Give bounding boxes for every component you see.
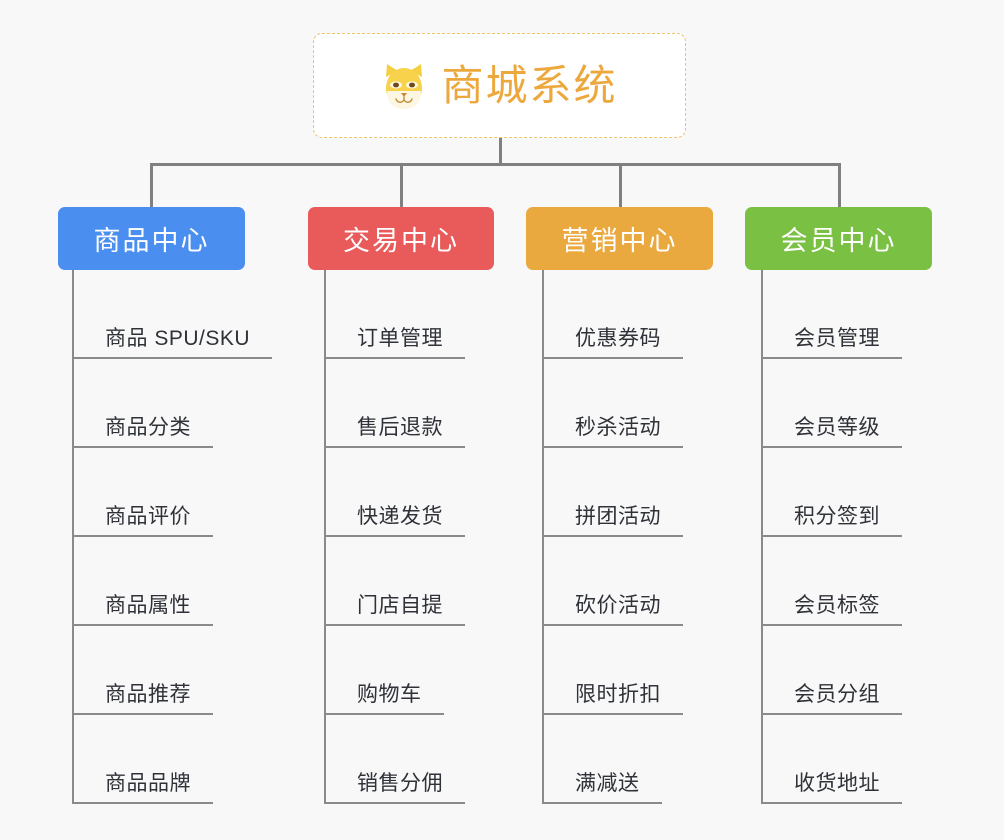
leaf-item[interactable]: 订单管理 xyxy=(324,270,465,359)
leaf-label: 积分签到 xyxy=(761,505,902,537)
leaf-item[interactable]: 秒杀活动 xyxy=(542,359,683,448)
leaf-label: 会员管理 xyxy=(761,327,902,359)
leaf-label: 满减送 xyxy=(542,772,662,804)
leaf-label: 会员标签 xyxy=(761,594,902,626)
connector-drop-branch-1 xyxy=(150,163,153,208)
leaf-label: 限时折扣 xyxy=(542,683,683,715)
branch-label-3: 营销中心 xyxy=(561,226,678,256)
leaf-item[interactable]: 优惠券码 xyxy=(542,270,683,359)
leaf-item[interactable]: 会员分组 xyxy=(761,626,902,715)
leaf-label: 购物车 xyxy=(324,683,444,715)
leaf-spine-3 xyxy=(542,270,544,804)
leaf-label: 售后退款 xyxy=(324,416,465,448)
leaf-label: 商品推荐 xyxy=(72,683,213,715)
leaf-label: 商品 SPU/SKU xyxy=(72,327,273,359)
branch-box-1[interactable]: 商品中心 xyxy=(58,207,245,270)
leaf-label: 拼团活动 xyxy=(542,505,683,537)
leaf-label: 销售分佣 xyxy=(324,772,465,804)
leaf-label: 收货地址 xyxy=(761,772,902,804)
branch-box-3[interactable]: 营销中心 xyxy=(526,207,713,270)
branch-label-4: 会员中心 xyxy=(780,226,897,256)
leaf-item[interactable]: 商品 SPU/SKU xyxy=(72,270,273,359)
leaf-item[interactable]: 快递发货 xyxy=(324,448,465,537)
branch-box-4[interactable]: 会员中心 xyxy=(745,207,932,270)
leaf-label: 秒杀活动 xyxy=(542,416,683,448)
leaf-label: 会员等级 xyxy=(761,416,902,448)
leaf-label: 快递发货 xyxy=(324,505,465,537)
leaf-item[interactable]: 会员等级 xyxy=(761,359,902,448)
connector-root-stem xyxy=(499,138,502,165)
connector-drop-branch-2 xyxy=(400,163,403,208)
leaf-label: 门店自提 xyxy=(324,594,465,626)
leaf-item[interactable]: 销售分佣 xyxy=(324,715,465,804)
connector-drop-branch-3 xyxy=(619,163,622,208)
leaf-item[interactable]: 限时折扣 xyxy=(542,626,683,715)
leaf-label: 商品属性 xyxy=(72,594,213,626)
leaf-item[interactable]: 门店自提 xyxy=(324,537,465,626)
leaf-spine-2 xyxy=(324,270,326,804)
leaf-label: 商品品牌 xyxy=(72,772,213,804)
leaf-label: 订单管理 xyxy=(324,327,465,359)
leaf-item[interactable]: 收货地址 xyxy=(761,715,902,804)
leaf-spine-4 xyxy=(761,270,763,804)
branch-label-1: 商品中心 xyxy=(93,226,210,256)
connector-horizontal-bus xyxy=(150,163,840,166)
leaf-item[interactable]: 商品品牌 xyxy=(72,715,213,804)
leaf-item[interactable]: 积分签到 xyxy=(761,448,902,537)
leaf-item[interactable]: 满减送 xyxy=(542,715,662,804)
leaf-label: 优惠券码 xyxy=(542,327,683,359)
leaf-label: 商品评价 xyxy=(72,505,213,537)
leaf-item[interactable]: 售后退款 xyxy=(324,359,465,448)
leaf-item[interactable]: 商品属性 xyxy=(72,537,213,626)
leaf-item[interactable]: 商品推荐 xyxy=(72,626,213,715)
leaf-label: 砍价活动 xyxy=(542,594,683,626)
branch-box-2[interactable]: 交易中心 xyxy=(308,207,494,270)
leaf-label: 商品分类 xyxy=(72,416,213,448)
root-node[interactable]: 商城系统 xyxy=(313,33,686,138)
leaf-label: 会员分组 xyxy=(761,683,902,715)
leaf-item[interactable]: 商品分类 xyxy=(72,359,213,448)
connector-drop-branch-4 xyxy=(838,163,841,208)
leaf-item[interactable]: 砍价活动 xyxy=(542,537,683,626)
leaf-spine-1 xyxy=(72,270,74,804)
leaf-item[interactable]: 会员标签 xyxy=(761,537,902,626)
leaf-item[interactable]: 会员管理 xyxy=(761,270,902,359)
shiba-dog-face-icon xyxy=(386,63,423,109)
leaf-item[interactable]: 购物车 xyxy=(324,626,444,715)
leaf-item[interactable]: 商品评价 xyxy=(72,448,213,537)
leaf-item[interactable]: 拼团活动 xyxy=(542,448,683,537)
branch-label-2: 交易中心 xyxy=(343,226,459,256)
root-title: 商城系统 xyxy=(441,61,618,109)
